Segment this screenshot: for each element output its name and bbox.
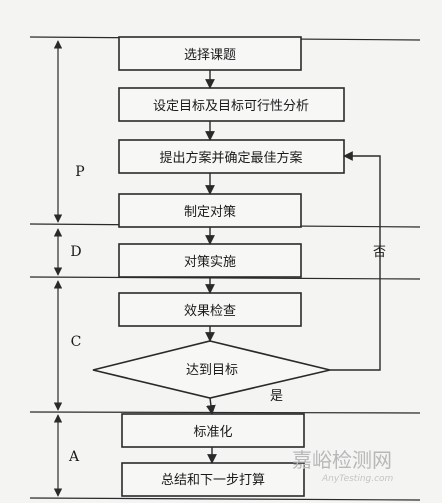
phase-label-d: D: [70, 244, 81, 260]
step-check-effect: 效果检查: [184, 304, 236, 319]
step-box-check-effect: [118, 292, 302, 327]
label-yes: 是: [270, 389, 283, 404]
step-set-goal: 设定目标及目标可行性分析: [153, 99, 309, 114]
step-box-implement: [118, 243, 302, 278]
watermark-url: AnyTesting.com: [321, 474, 394, 484]
arrow-yes: [206, 397, 216, 415]
step-box-propose-plan: [118, 139, 345, 174]
step-select-topic: 选择课题: [184, 48, 236, 63]
step-summary: 总结和下一步打算: [161, 473, 265, 488]
step-implement: 对策实施: [184, 254, 236, 270]
feedback-loop-arrow: [330, 151, 381, 371]
phase-divider-c-a: [29, 411, 421, 414]
phase-divider-d-c: [29, 276, 421, 280]
phase-label-a: A: [68, 449, 80, 465]
watermark-text: 嘉峪检测网: [292, 448, 392, 472]
phase-label-c: C: [71, 334, 82, 350]
step-box-summary: [121, 462, 305, 497]
step-standardize: 标准化: [193, 425, 232, 440]
step-make-countermeasure: 制定对策: [184, 204, 236, 220]
phase-divider-bottom: [29, 497, 421, 501]
label-no: 否: [373, 245, 386, 260]
phase-label-p: P: [75, 164, 84, 180]
decision-reach-goal: 达到目标: [186, 363, 238, 378]
step-propose-plan: 提出方案并确定最佳方案: [159, 150, 302, 166]
step-box-set-goal: [118, 87, 345, 122]
